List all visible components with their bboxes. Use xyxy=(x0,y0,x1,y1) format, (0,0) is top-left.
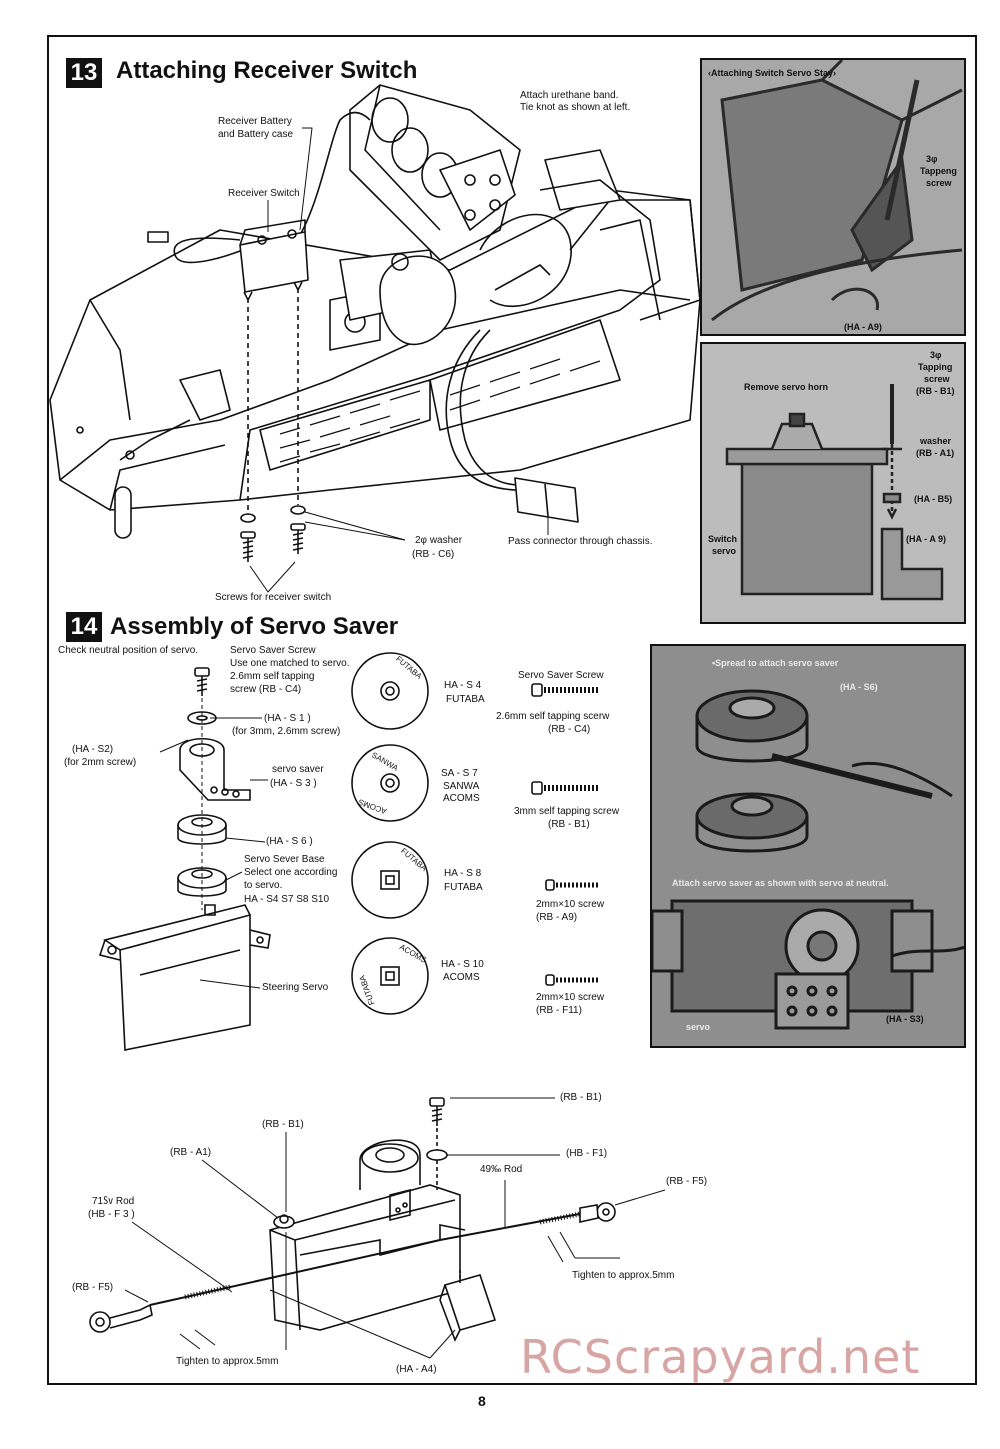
label-has2-1: (HA - S2) xyxy=(72,744,114,755)
disc-4-code: HA - S 10 xyxy=(441,959,484,970)
photo-switch-servo-stay: ‹Attaching Switch Servo Stay› 3φ Tappeng… xyxy=(700,58,966,336)
photo-3-part-s3: (HA - S3) xyxy=(886,1014,924,1024)
screw-4-line2: (RB - F11) xyxy=(536,1005,582,1016)
step-14-title: Assembly of Servo Saver xyxy=(110,613,399,640)
link-tighten-right: Tighten to approx.5mm xyxy=(572,1270,675,1281)
photo-1-tap-3: screw xyxy=(926,178,952,188)
step-13-title: Attaching Receiver Switch xyxy=(116,57,418,84)
screw-4-line1: 2mm×10 screw xyxy=(536,992,605,1003)
photo-2-remove-horn: Remove servo horn xyxy=(744,382,829,392)
photo-servo-saver: •Spread to attach servo saver (HA - S6) … xyxy=(650,644,966,1048)
label-saver-screw-4: screw (RB - C4) xyxy=(230,684,302,695)
photo-3-servo: servo xyxy=(686,1022,711,1032)
disc-1-brand: FUTABA xyxy=(446,694,485,705)
photo-2-tap-3: screw xyxy=(924,374,950,384)
label-battery-case: and Battery case xyxy=(218,129,294,140)
label-washer: 2φ washer xyxy=(415,535,463,546)
label-base-1: Servo Sever Base xyxy=(244,854,325,865)
photo-1-caption: ‹Attaching Switch Servo Stay› xyxy=(708,68,837,78)
photo-2-washer-part: (RB - A1) xyxy=(916,448,955,458)
step-13-number: 13 xyxy=(66,58,102,88)
screw-1-line2: (RB - C4) xyxy=(548,724,591,735)
photo-1-tap-1: 3φ xyxy=(926,154,938,164)
page-number: 8 xyxy=(478,1393,486,1409)
label-screws-receiver-switch: Screws for receiver switch xyxy=(215,592,332,603)
disc-2-brand-2: ACOMS xyxy=(443,793,480,804)
link-rb-a1: (RB - A1) xyxy=(170,1147,212,1158)
link-rod71-1: 71㏜ Rod xyxy=(92,1196,135,1207)
screw-3-line1: 2mm×10 screw xyxy=(536,899,605,910)
label-urethane-2: Tie knot as shown at left. xyxy=(520,102,631,113)
link-rod71-2: (HB - F 3 ) xyxy=(88,1209,135,1220)
label-has1-2: (for 3mm, 2.6mm screw) xyxy=(232,726,341,737)
label-connector: Pass connector through chassis. xyxy=(508,536,653,547)
label-receiver-battery: Receiver Battery xyxy=(218,116,292,127)
link-rb-b1-top: (RB - B1) xyxy=(560,1092,602,1103)
disc-3-brand: FUTABA xyxy=(444,882,483,893)
label-base-4: HA - S4 S7 S8 S10 xyxy=(244,894,330,905)
label-saver-screw-1: Servo Saver Screw xyxy=(230,645,316,656)
label-urethane-1: Attach urethane band. xyxy=(520,90,619,101)
servo-saver-illustration xyxy=(98,652,600,1051)
label-servo-saver-1: servo saver xyxy=(272,764,324,775)
photo-3-top-caption: •Spread to attach servo saver xyxy=(712,658,839,668)
link-ha-a4: (HA - A4) xyxy=(396,1364,437,1375)
link-tighten-left: Tighten to approx.5mm xyxy=(176,1356,279,1367)
photo-1-tap-2: Tappeng xyxy=(920,166,957,176)
photo-2-tap-2: Tapping xyxy=(918,362,953,372)
label-servo-saver-2: (HA - S 3 ) xyxy=(270,778,317,789)
page-frame xyxy=(47,35,977,1385)
label-saver-screw-2: Use one matched to servo. xyxy=(230,658,350,669)
photo-2-drawing xyxy=(702,344,964,622)
disc-2-code: SA - S 7 xyxy=(441,768,478,779)
label-base-3: to servo. xyxy=(244,880,283,891)
label-has2-2: (for 2mm screw) xyxy=(64,757,137,768)
photo-1-part: (HA - A9) xyxy=(844,322,882,332)
label-has1-1: (HA - S 1 ) xyxy=(264,713,311,724)
photo-3-drawing xyxy=(652,646,964,1046)
photo-2-washer: washer xyxy=(920,436,952,446)
screw-1-line1: 2.6mm self tapping scerw xyxy=(496,711,610,722)
watermark: RCScrapyard.net xyxy=(520,1330,921,1384)
photo-2-switch-1: Switch xyxy=(708,534,738,544)
screw-3-line2: (RB - A9) xyxy=(536,912,578,923)
label-has6: (HA - S 6 ) xyxy=(266,836,313,847)
photo-2-tap-1: 3φ xyxy=(930,350,942,360)
link-rb-f5-left: (RB - F5) xyxy=(72,1282,114,1293)
disc-4-brand: ACOMS xyxy=(443,972,480,983)
photo-2-part-a9: (HA - A 9) xyxy=(906,534,946,544)
receiver-switch-illustration xyxy=(49,84,701,593)
photo-2-tap-part: (RB - B1) xyxy=(916,386,955,396)
disc-1-code: HA - S 4 xyxy=(444,680,482,691)
photo-2-switch-2: servo xyxy=(712,546,737,556)
label-check-neutral: Check neutral position of servo. xyxy=(58,645,199,656)
photo-2-part-b5: (HA - B5) xyxy=(914,494,953,504)
disc-2-brand: SANWA xyxy=(443,781,480,792)
screw-2-line2: (RB - B1) xyxy=(548,819,590,830)
label-receiver-switch: Receiver Switch xyxy=(228,188,300,199)
linkage-illustration xyxy=(89,1097,666,1359)
photo-switch-servo: Remove servo horn 3φ Tapping screw (RB -… xyxy=(700,342,966,624)
label-washer-part: (RB - C6) xyxy=(412,549,455,560)
link-hb-f1: (HB - F1) xyxy=(566,1148,608,1159)
screw-column-title: Servo Saver Screw xyxy=(518,670,604,681)
label-steering-servo: Steering Servo xyxy=(262,982,329,993)
photo-3-part-s6: (HA - S6) xyxy=(840,682,878,692)
photo-3-mid-caption: Attach servo saver as shown with servo a… xyxy=(672,878,889,888)
photo-1-drawing xyxy=(702,60,964,334)
label-saver-screw-3: 2.6mm self tapping xyxy=(230,671,315,682)
link-rb-b1: (RB - B1) xyxy=(262,1119,304,1130)
disc-3-code: HA - S 8 xyxy=(444,868,482,879)
screw-2-line1: 3mm self tapping screw xyxy=(514,806,620,817)
step-14-number: 14 xyxy=(66,612,102,642)
link-rb-f5-right: (RB - F5) xyxy=(666,1176,708,1187)
label-base-2: Select one according xyxy=(244,867,338,878)
link-rod49: 49‰ Rod xyxy=(480,1164,523,1175)
